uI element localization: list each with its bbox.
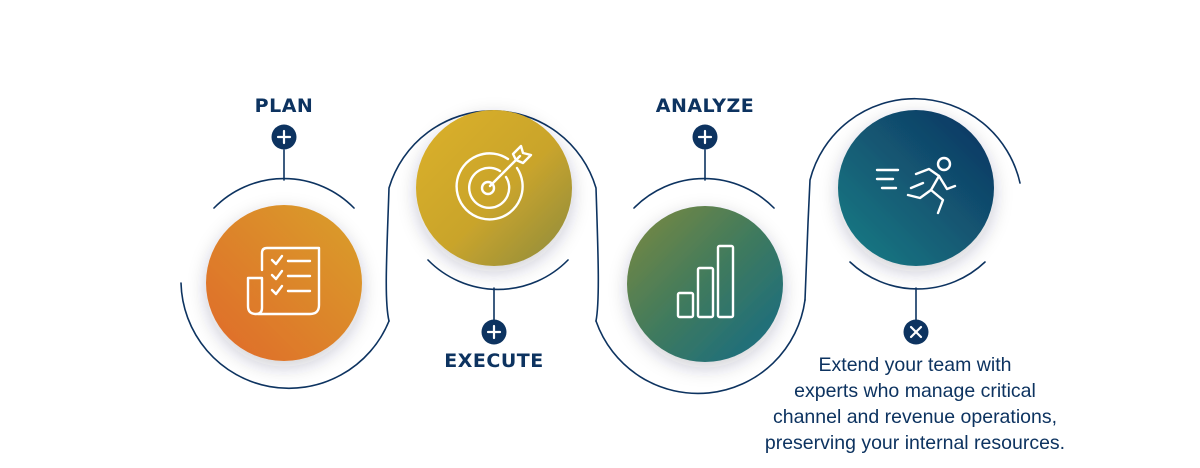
plus-icon: [276, 129, 292, 145]
description-line: experts who manage critical: [794, 380, 1036, 402]
plan-expand-button[interactable]: [271, 124, 297, 150]
step-analyze-circle: [627, 206, 783, 362]
step-plan-circle: [206, 205, 362, 361]
step-execute: [416, 110, 572, 266]
step-extend: [838, 110, 994, 266]
step-description: Extend your team with experts who manage…: [730, 352, 1100, 456]
bar-chart-icon: [676, 244, 735, 319]
step-analyze: [627, 206, 783, 362]
step-plan: [206, 205, 362, 361]
description-line: preserving your internal resources.: [764, 432, 1066, 454]
target-icon: [455, 144, 533, 221]
checklist-icon: [246, 246, 321, 316]
execute-expand-button[interactable]: [481, 319, 507, 345]
analyze-expand-button[interactable]: [692, 124, 718, 150]
step-extend-circle: [838, 110, 994, 266]
step-label-plan: PLAN: [254, 95, 314, 117]
plus-icon: [486, 324, 502, 340]
step-label-analyze: ANALYZE: [655, 95, 755, 117]
plus-icon: [697, 129, 713, 145]
close-icon: [909, 325, 923, 339]
description-line: channel and revenue operations,: [772, 406, 1058, 428]
running-person-icon: [875, 156, 957, 215]
step-label-execute: EXECUTE: [444, 350, 544, 372]
extend-collapse-button[interactable]: [903, 319, 929, 345]
description-line: Extend your team with: [818, 354, 1012, 376]
